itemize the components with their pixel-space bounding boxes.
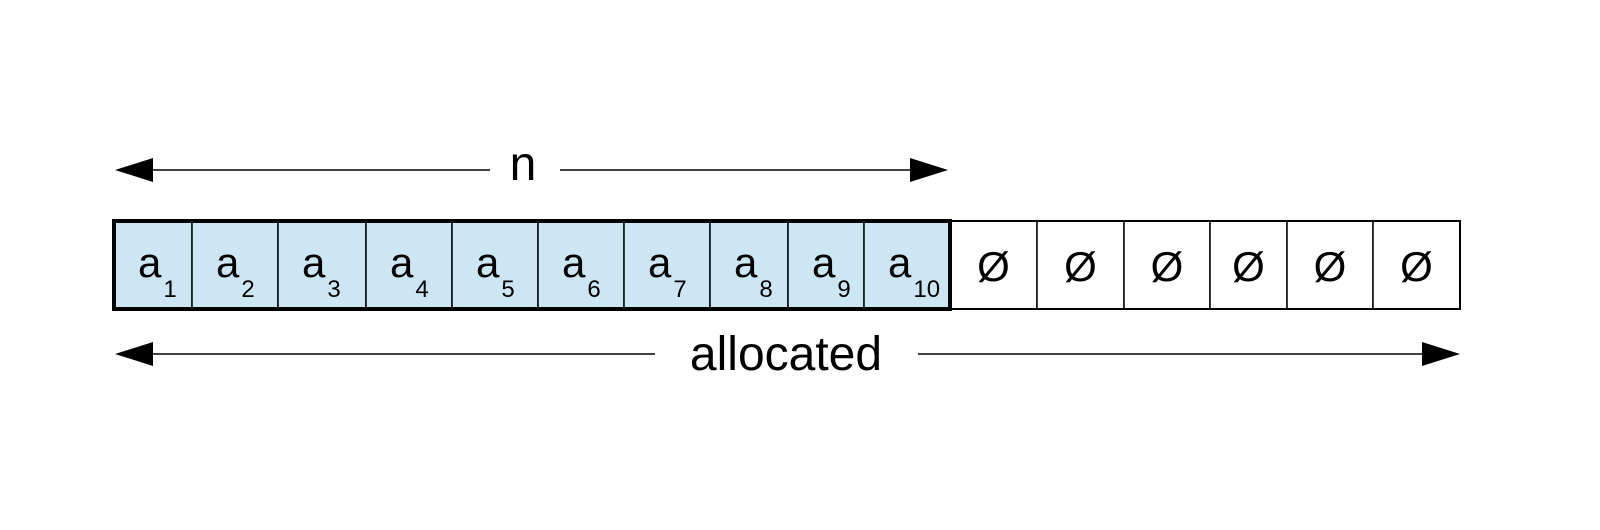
filled-cell-box	[277, 220, 367, 310]
filled-cell: a3	[277, 220, 367, 310]
filled-cell: a10	[863, 220, 951, 310]
filled-cell: a6	[537, 220, 625, 310]
filled-cell-box	[709, 220, 789, 310]
filled-cell-box	[191, 220, 279, 310]
empty-slot-symbol: Ø	[1232, 243, 1265, 290]
n-arrowhead-left	[115, 158, 153, 182]
allocated-dimension: allocated	[115, 328, 1460, 381]
cell-element-subscript: 3	[327, 276, 340, 303]
empty-slot-symbol: Ø	[1064, 243, 1097, 290]
empty-slot-symbol: Ø	[977, 243, 1010, 290]
cell-element-subscript: 5	[501, 276, 514, 303]
cell-element-subscript: 9	[837, 276, 850, 303]
filled-cell: a9	[787, 220, 865, 310]
allocated-region-border	[113, 220, 1461, 310]
n-label: n	[510, 138, 537, 191]
empty-cell: Ø	[1209, 220, 1288, 310]
filled-cell: a5	[451, 220, 539, 310]
n-dimension: n	[115, 138, 948, 191]
empty-cell-box	[1286, 220, 1374, 310]
empty-slot-symbol: Ø	[1151, 243, 1184, 290]
allocated-arrowhead-right	[1422, 342, 1460, 366]
empty-slot-symbol: Ø	[1400, 243, 1433, 290]
filled-cell: a8	[709, 220, 789, 310]
filled-cell: a4	[365, 220, 453, 310]
filled-cell: a1	[113, 220, 193, 310]
empty-cell: Ø	[1036, 220, 1125, 310]
cell-element-subscript: 6	[587, 276, 600, 303]
cell-element-subscript: 4	[415, 276, 428, 303]
filled-cell-box	[451, 220, 539, 310]
empty-cell-box	[1123, 220, 1211, 310]
cell-element-subscript: 2	[241, 276, 254, 303]
filled-cell: a7	[623, 220, 711, 310]
empty-cell: Ø	[1286, 220, 1374, 310]
cell-element-subscript: 8	[759, 276, 772, 303]
allocated-label: allocated	[690, 328, 882, 381]
empty-cell-box	[949, 220, 1038, 310]
empty-cell: Ø	[1372, 220, 1461, 310]
empty-slot-symbol: Ø	[1314, 243, 1347, 290]
filled-cell-box	[863, 220, 951, 310]
empty-cell-box	[1209, 220, 1288, 310]
n-arrowhead-right	[910, 158, 948, 182]
filled-cell: a2	[191, 220, 279, 310]
filled-cell-box	[787, 220, 865, 310]
empty-cell: Ø	[1123, 220, 1211, 310]
cell-element-subscript: 7	[673, 276, 686, 303]
cell-element-subscript: 10	[913, 276, 940, 303]
cell-element-subscript: 1	[163, 276, 176, 303]
allocated-arrowhead-left	[115, 342, 153, 366]
empty-cell-box	[1036, 220, 1125, 310]
empty-cell: Ø	[949, 220, 1038, 310]
